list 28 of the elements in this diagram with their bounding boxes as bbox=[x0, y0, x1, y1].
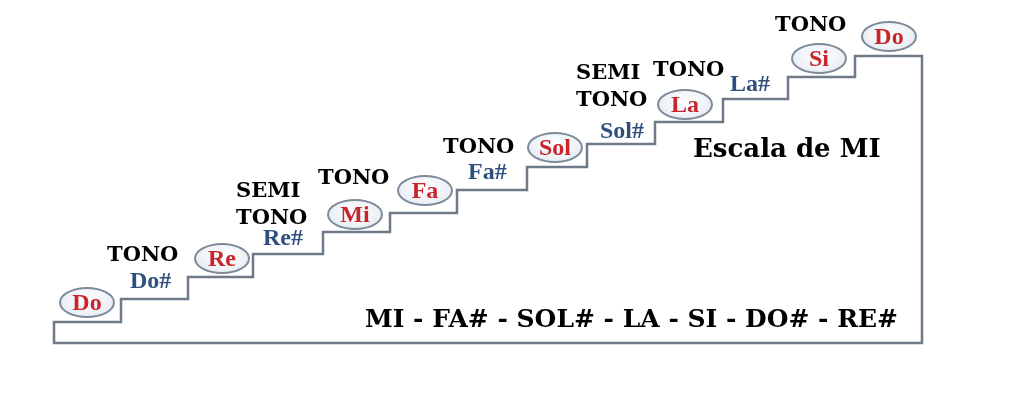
interval-label: TONO bbox=[318, 163, 390, 190]
note-oval bbox=[791, 42, 847, 74]
sharp-note-label: Sol# bbox=[600, 118, 644, 142]
note-name: Si bbox=[809, 46, 829, 70]
diagram-title: Escala de MI bbox=[693, 135, 881, 161]
note-oval bbox=[657, 88, 713, 120]
note-oval bbox=[527, 131, 583, 163]
note-name: Mi bbox=[340, 202, 370, 226]
sharp-note-label: Fa# bbox=[468, 159, 507, 183]
note-oval bbox=[194, 242, 250, 274]
interval-label: TONO bbox=[443, 132, 515, 159]
interval-label: SEMI TONO bbox=[576, 58, 649, 112]
note-oval bbox=[327, 198, 383, 230]
interval-label: TONO bbox=[653, 55, 725, 82]
interval-label: TONO bbox=[775, 10, 847, 37]
note-name: Sol bbox=[539, 135, 571, 159]
note-name: Re bbox=[208, 246, 236, 270]
note-oval bbox=[59, 286, 115, 318]
note-name: La bbox=[671, 92, 699, 116]
note-oval bbox=[397, 174, 453, 206]
sharp-note-label: Do# bbox=[130, 268, 172, 292]
scale-notes-text: MI - FA# - SOL# - LA - SI - DO# - RE# bbox=[365, 306, 898, 331]
note-name: Fa bbox=[411, 178, 439, 202]
interval-label: TONO bbox=[107, 240, 179, 267]
note-name: Do bbox=[72, 290, 102, 314]
sharp-note-label: La# bbox=[730, 71, 770, 95]
note-oval bbox=[861, 20, 917, 52]
note-name: Do bbox=[874, 24, 904, 48]
